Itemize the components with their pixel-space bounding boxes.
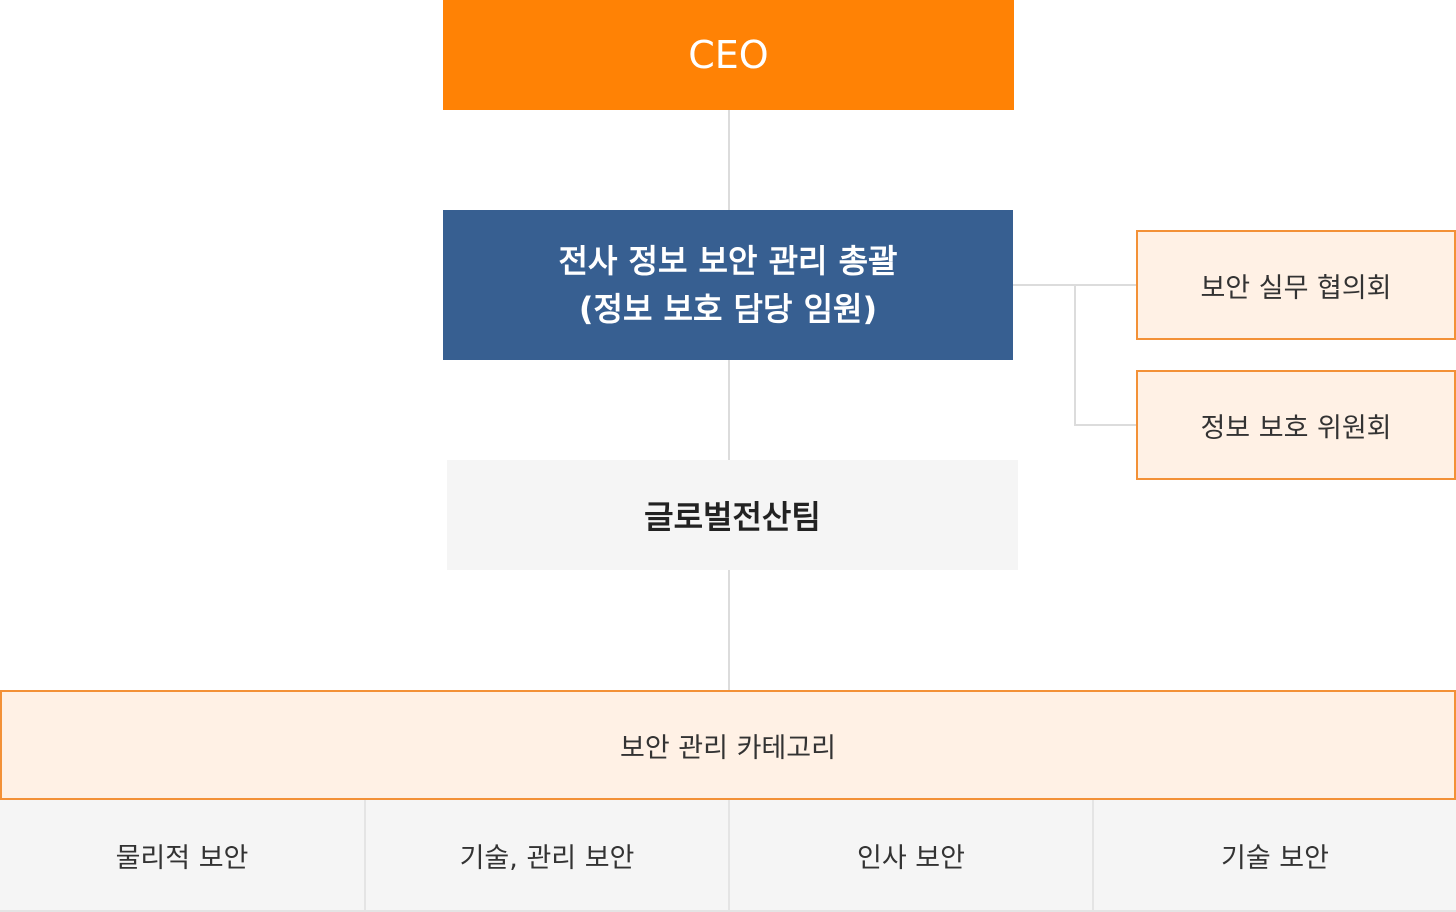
category-label: 보안 관리 카테고리	[620, 732, 836, 764]
committee-node-practical: 보안 실무 협의회	[1136, 230, 1456, 340]
team-label: 글로벌전산팀	[644, 498, 821, 536]
ceo-label: CEO	[688, 33, 769, 77]
area-label: 인사 보안	[857, 842, 965, 874]
committee-node-protection: 정보 보호 위원회	[1136, 370, 1456, 480]
connector-ceo-executive	[728, 110, 730, 210]
team-node: 글로벌전산팀	[447, 460, 1018, 570]
connector-executive-team	[728, 360, 730, 460]
executive-node: 전사 정보 보안 관리 총괄 (정보 보호 담당 임원)	[443, 210, 1013, 360]
area-label: 물리적 보안	[115, 842, 249, 874]
connector-branch-vertical	[1074, 284, 1076, 426]
executive-subtitle: (정보 보호 담당 임원)	[578, 290, 878, 328]
connector-branch-committee-2	[1074, 424, 1136, 426]
area-cell-physical: 물리적 보안	[0, 800, 364, 912]
area-cell-technical: 기술 보안	[1092, 800, 1456, 912]
committee-label: 정보 보호 위원회	[1200, 412, 1392, 444]
area-cell-technical-management: 기술, 관리 보안	[364, 800, 728, 912]
area-label: 기술, 관리 보안	[459, 842, 635, 874]
area-label: 기술 보안	[1221, 842, 1329, 874]
area-cell-personnel: 인사 보안	[728, 800, 1092, 912]
executive-title: 전사 정보 보안 관리 총괄	[558, 242, 898, 280]
committee-label: 보안 실무 협의회	[1200, 272, 1392, 304]
ceo-node: CEO	[443, 0, 1014, 110]
category-header: 보안 관리 카테고리	[0, 690, 1456, 800]
connector-team-category	[728, 570, 730, 690]
